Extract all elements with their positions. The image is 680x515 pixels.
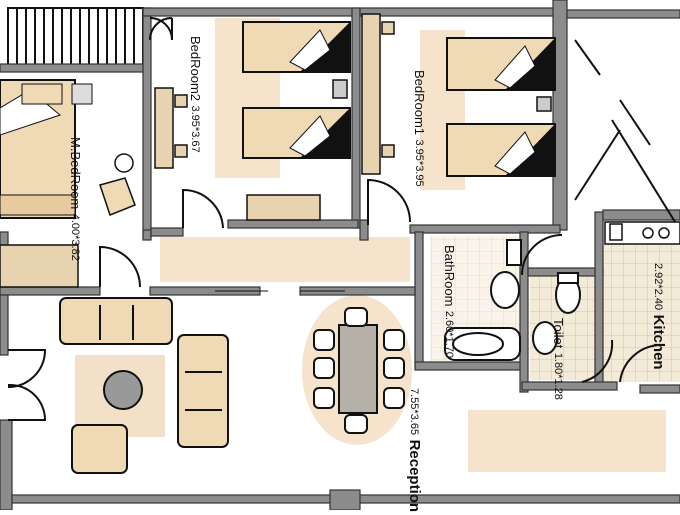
reception-name: Reception xyxy=(405,439,423,513)
coffee-table xyxy=(103,370,143,410)
bedroom2-name: BedRoom2 xyxy=(187,36,203,102)
toilet-name: Toilet xyxy=(550,318,566,349)
label-bathroom: BathRoom 2.60*1.70 xyxy=(440,245,457,358)
toilet-dims: 1.80*1.28 xyxy=(551,352,564,400)
bed-bedroom1-top xyxy=(446,37,556,91)
bath-fixtures xyxy=(444,239,581,361)
master-bedroom-name: M.BedRoom xyxy=(67,137,83,210)
label-reception: 7.55*3.65 Reception xyxy=(405,388,423,513)
kitchen-counter xyxy=(604,221,680,245)
staircase xyxy=(7,7,144,67)
kitchen-floor xyxy=(603,220,680,382)
doors xyxy=(7,17,680,421)
label-bedroom2: BedRoom2 3.95*3.67 xyxy=(186,36,203,153)
label-kitchen: 2.92*2.40 Kitchen xyxy=(649,263,667,370)
bed-bedroom1-bottom xyxy=(446,123,556,177)
furniture-small xyxy=(0,13,552,288)
dining-table xyxy=(313,307,405,434)
kitchen-dims: 2.92*2.40 xyxy=(651,263,664,311)
bedroom1-dims: 3.95*3.95 xyxy=(412,139,425,187)
master-bedroom-dims: 4.00*3.82 xyxy=(68,213,81,261)
bed-bedroom2-bottom xyxy=(242,107,351,159)
kitchen-name: Kitchen xyxy=(649,314,667,370)
sofa-three-seat xyxy=(59,297,173,345)
sofa-side xyxy=(177,334,229,448)
label-bedroom1: BedRoom1 3.95*3.95 xyxy=(410,70,427,187)
bedroom2-dims: 3.95*3.67 xyxy=(188,105,201,153)
label-toilet: Toilet 1.80*1.28 xyxy=(549,318,566,400)
label-master-bedroom: M.BedRoom 4.00*3.82 xyxy=(66,137,83,261)
reception-dims: 7.55*3.65 xyxy=(407,388,420,436)
bathroom-dims: 2.60*1.70 xyxy=(442,310,455,358)
armchair xyxy=(71,424,128,474)
bathroom-name: BathRoom xyxy=(441,245,457,307)
bed-bedroom2-top xyxy=(242,21,351,73)
bedroom1-name: BedRoom1 xyxy=(411,70,427,136)
bed-master xyxy=(0,79,93,219)
